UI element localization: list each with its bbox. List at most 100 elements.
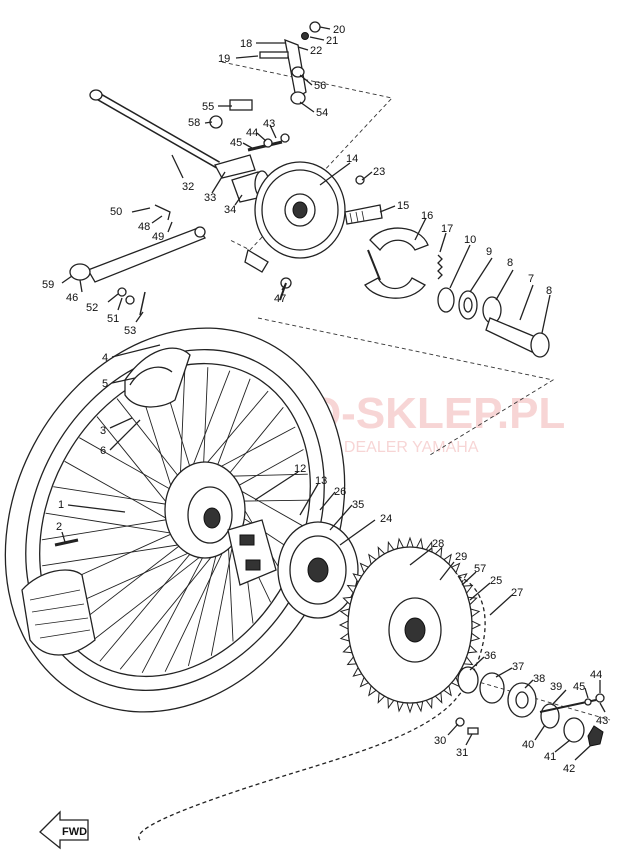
callout-number: 33: [204, 192, 216, 204]
callout: 24: [339, 513, 392, 546]
leader-line: [489, 594, 513, 616]
leader-line: [524, 679, 534, 689]
leader-line: [469, 257, 493, 293]
callout-labels: 1 2 3 4 5 6 7 8 8 9 10 12 13 14 15 16 17…: [42, 24, 608, 775]
callout-number: 57: [474, 563, 486, 575]
brake-cam: [344, 204, 383, 225]
callout-number: 43: [263, 118, 275, 130]
leader-line: [281, 284, 286, 291]
callout: 7: [519, 273, 534, 321]
callout: 26: [319, 486, 346, 511]
callout-number: 36: [484, 650, 496, 662]
leader-line: [319, 26, 331, 30]
callout: 38: [524, 673, 545, 689]
callout-number: 16: [421, 210, 433, 222]
leader-line: [109, 419, 141, 451]
callout: 20: [319, 24, 345, 36]
leader-line: [541, 294, 551, 334]
spoke: [42, 543, 187, 567]
spoke: [189, 370, 231, 475]
spoke: [45, 512, 178, 535]
callout-number: 17: [441, 223, 453, 235]
callout-number: 54: [316, 107, 328, 119]
leader-line: [439, 561, 455, 581]
brake-cam-lever: [209, 21, 321, 129]
leader-line: [329, 504, 353, 531]
callout-number: 2: [56, 521, 62, 533]
spoke: [53, 486, 172, 506]
callout-number: 18: [240, 38, 252, 50]
callout: 18: [240, 38, 285, 50]
leader-line: [519, 284, 534, 321]
leader-line: [439, 232, 447, 253]
callout: 35: [329, 499, 364, 531]
callout-number: 47: [274, 293, 286, 305]
leader-line: [67, 504, 126, 513]
brake-rod-parts: [247, 133, 290, 152]
callout: 52: [86, 293, 119, 314]
spoke: [227, 539, 234, 642]
callout: 29: [439, 551, 467, 581]
spoke: [238, 499, 309, 502]
callout-number: 7: [528, 273, 534, 285]
rear-axle: [89, 89, 220, 169]
callout: 36: [469, 650, 496, 671]
callout: 25: [469, 575, 502, 601]
spoke: [202, 367, 209, 471]
leader-line: [234, 194, 243, 206]
sprocket-tooth: [406, 702, 414, 714]
callout-number: 12: [294, 463, 306, 475]
callout-number: 41: [544, 751, 556, 763]
valve-stem: [54, 538, 79, 547]
leader-line: [151, 215, 163, 224]
callout: 3: [100, 417, 133, 437]
callout-number: 46: [66, 292, 78, 304]
callout-number: 8: [507, 257, 513, 269]
spoke: [164, 536, 231, 672]
callout: 40: [522, 724, 546, 751]
tire-section: [21, 347, 191, 656]
callout-number: 25: [490, 575, 502, 587]
leader-line: [107, 293, 119, 303]
leader-line: [469, 582, 491, 601]
leader-line: [117, 297, 123, 311]
leader-line: [299, 74, 313, 86]
spoke: [141, 549, 208, 674]
leader-line: [167, 221, 173, 233]
callout: 59: [42, 275, 73, 291]
sprocket-tooth: [406, 536, 414, 548]
leader-line: [242, 142, 253, 149]
callout: 17: [439, 223, 453, 253]
callout: 27: [489, 587, 523, 616]
callout-number: 51: [107, 313, 119, 325]
brake-shoes: [364, 227, 429, 299]
callout: 5: [102, 377, 136, 390]
callout: 32: [171, 154, 194, 193]
callout-number: 26: [334, 486, 346, 498]
callout-number: 30: [434, 735, 446, 747]
leader-line: [409, 547, 433, 566]
leader-line: [584, 687, 589, 699]
callout-number: 49: [152, 231, 164, 243]
callout-number: 9: [486, 246, 492, 258]
callout-number: 31: [456, 747, 468, 759]
spoke: [64, 460, 173, 523]
leader-line: [131, 207, 151, 213]
callout-number: 34: [224, 204, 236, 216]
fwd-direction-badge: FWD: [39, 810, 89, 850]
callout-number: 56: [314, 80, 326, 92]
callout: 13: [299, 475, 327, 516]
callout: 39: [550, 681, 567, 706]
callout-number: 5: [102, 378, 108, 390]
callout: 19: [218, 53, 259, 65]
callout: 34: [224, 194, 243, 216]
leader-line: [461, 571, 477, 586]
callout-number: 4: [102, 352, 108, 364]
spoke: [212, 426, 296, 472]
callout: 43: [596, 702, 608, 727]
wheel-bearings-seals: [437, 287, 550, 358]
leader-line: [495, 667, 513, 678]
callout-number: 53: [124, 325, 136, 337]
spoke: [187, 546, 219, 667]
